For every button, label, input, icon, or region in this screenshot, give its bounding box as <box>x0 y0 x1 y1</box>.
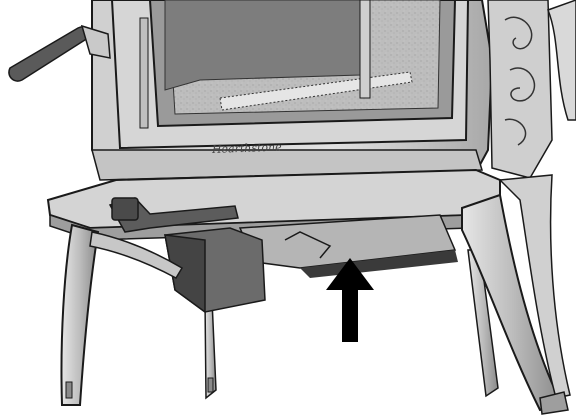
brand-logo: Hearthstone <box>211 141 283 156</box>
front-right-leg-foot <box>539 391 569 415</box>
air-control-knob <box>111 197 139 221</box>
firebox-back <box>164 0 361 91</box>
ornate-scroll <box>504 16 536 146</box>
bottom-panel-hardware <box>284 231 332 259</box>
callout-arrow-up <box>326 258 374 342</box>
bottom-panel-shadow <box>300 250 458 278</box>
front-left-leg-brace <box>89 231 184 279</box>
left-leveling-bolt <box>65 381 73 399</box>
rear-leveling-bolt <box>207 377 214 393</box>
door-handle-mount <box>80 24 111 59</box>
front-left-leg <box>60 223 100 406</box>
glass-clip-left <box>139 17 149 129</box>
glass-clip-right <box>359 0 371 99</box>
side-scroll-vine <box>547 0 576 121</box>
door-handle <box>8 26 90 82</box>
ornate-side-panel <box>487 0 553 179</box>
